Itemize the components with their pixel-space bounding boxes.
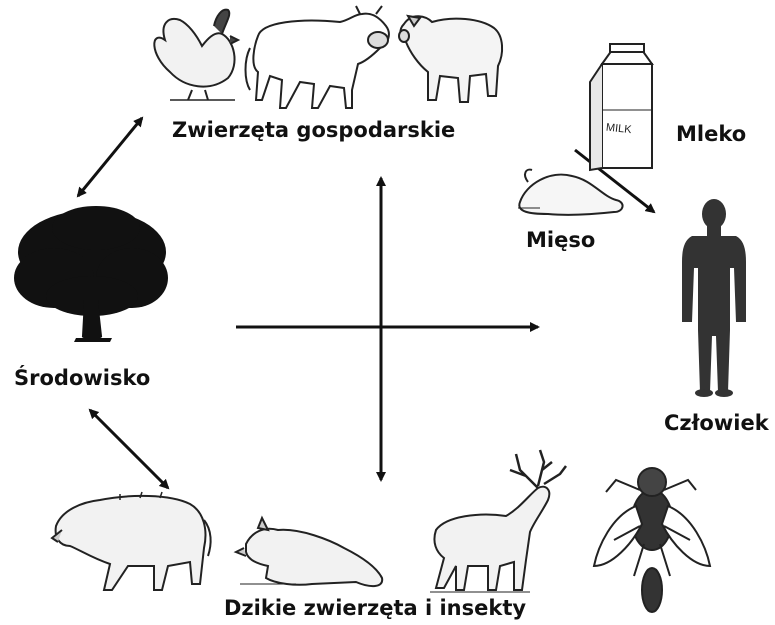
human-silhouette-icon [682, 199, 746, 397]
farm-animals-label: Zwierzęta gospodarskie [172, 118, 455, 142]
wild-animals-label: Dzikie zwierzęta i insekty [224, 596, 526, 620]
environment-label: Środowisko [14, 366, 150, 390]
cow-icon [246, 6, 389, 108]
boar-icon [52, 492, 211, 590]
milk-label: Mleko [676, 122, 746, 146]
pig-icon [399, 16, 502, 102]
arrow-environment-wild [90, 410, 168, 488]
fox-icon [236, 518, 382, 586]
tree-icon [14, 206, 168, 342]
deer-icon [430, 450, 566, 592]
human-label: Człowiek [664, 411, 769, 435]
fly-icon [594, 468, 710, 612]
arrow-farm-environment [78, 118, 142, 196]
milk-carton-icon: MILK [590, 44, 652, 170]
meat-label: Mięso [526, 228, 595, 252]
chicken-icon [154, 10, 238, 100]
